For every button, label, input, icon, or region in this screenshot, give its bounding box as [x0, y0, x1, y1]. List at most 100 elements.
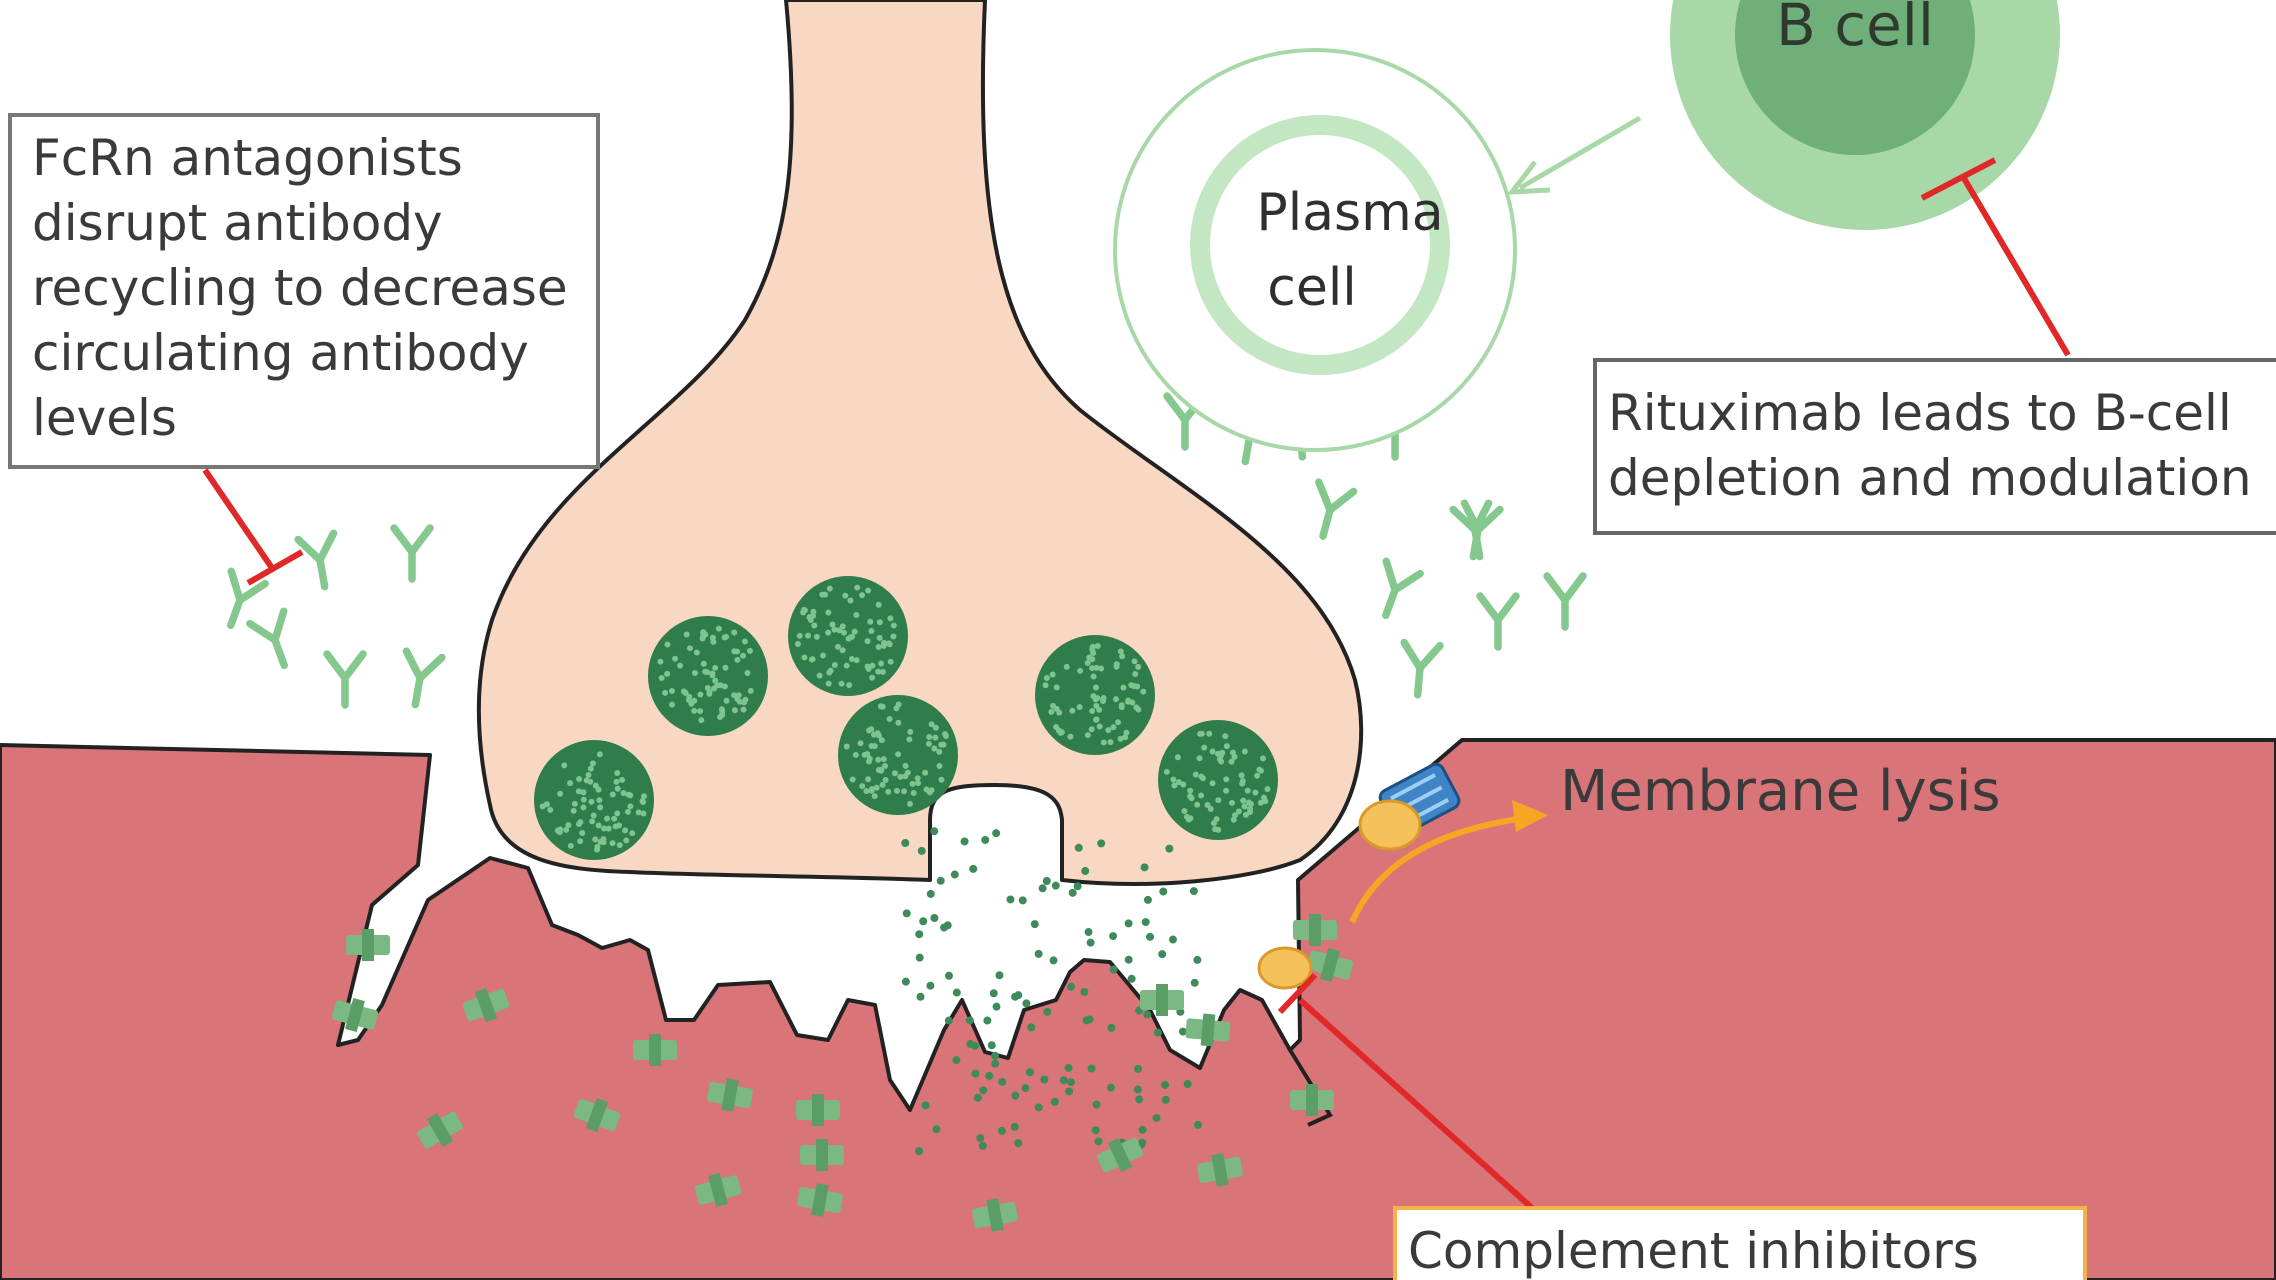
vesicle-speckle: [1228, 799, 1235, 806]
vesicle: [838, 695, 958, 815]
vesicle-speckle: [825, 629, 832, 636]
vesicle-speckle: [657, 658, 664, 665]
vesicle-speckle: [1063, 663, 1070, 670]
acetylcholine-dot: [973, 1093, 982, 1102]
vesicle-speckle: [616, 822, 623, 829]
vesicle-speckle: [1196, 755, 1203, 762]
vesicle-speckle: [664, 641, 671, 648]
vesicle-speckle: [1257, 799, 1264, 806]
acetylcholine-dot: [985, 1071, 994, 1080]
vesicle-speckle: [698, 717, 705, 724]
vesicle-speckle: [723, 697, 730, 704]
vesicle-speckle: [848, 634, 855, 641]
vesicle-speckle: [577, 838, 584, 845]
acetylcholine-dot: [930, 913, 939, 922]
vesicle-speckle: [575, 788, 582, 795]
fcrn-text-line2: disrupt antibody: [32, 194, 443, 252]
vesicle-speckle: [620, 790, 627, 797]
vesicle-speckle: [1117, 648, 1124, 655]
vesicle-speckle: [871, 743, 878, 750]
vesicle-speckle: [826, 585, 833, 592]
vesicle-speckle: [1069, 707, 1076, 714]
vesicle-speckle: [1174, 754, 1181, 761]
acetylcholine-dot: [1135, 1095, 1144, 1104]
vesicle-speckle: [868, 787, 875, 794]
vesicle-speckle: [1096, 706, 1103, 713]
receptor-icon: [1096, 1137, 1144, 1173]
vesicle-speckle: [547, 806, 554, 813]
vesicle-speckle: [1207, 805, 1214, 812]
acetylcholine-dot: [1161, 1095, 1170, 1104]
vesicle-speckle: [611, 815, 618, 822]
vesicle-speckle: [1187, 793, 1194, 800]
junctional-folds: [1288, 1048, 1333, 1127]
vesicle-speckle: [1089, 708, 1096, 715]
acetylcholine-dot: [1059, 1076, 1068, 1085]
vesicle-speckle: [831, 626, 838, 633]
vesicle-speckle: [1115, 719, 1122, 726]
receptor-icon: [462, 987, 510, 1023]
vesicle-speckle: [1125, 697, 1132, 704]
vesicle-speckle: [805, 632, 812, 639]
antibody-icon: [1315, 478, 1358, 540]
acetylcholine-dot: [1092, 1100, 1101, 1109]
vesicle-speckle: [932, 724, 939, 731]
vesicle-speckle: [826, 669, 833, 676]
acetylcholine-dot: [1091, 1126, 1100, 1135]
vesicle-speckle: [623, 837, 630, 844]
vesicle-speckle: [1187, 787, 1194, 794]
vesicle-speckle: [914, 775, 921, 782]
vesicle: [1158, 720, 1278, 840]
vesicle-speckle: [567, 780, 574, 787]
receptor-icon: [346, 929, 390, 961]
vesicle-speckle: [807, 617, 814, 624]
acetylcholine-dot: [1038, 884, 1047, 893]
acetylcholine-dot: [1086, 938, 1095, 947]
vesicle-speckle: [1241, 803, 1248, 810]
receptor-icon: [633, 1034, 677, 1066]
vesicle-speckle: [876, 619, 883, 626]
rituximab-text-line1: Rituximab leads to B-cell: [1608, 384, 2232, 442]
vesicle-speckle: [580, 804, 587, 811]
vesicle-speckle: [614, 810, 621, 817]
receptor-icon: [1140, 984, 1184, 1016]
vesicle-speckle: [721, 634, 728, 641]
receptor-icon: [1306, 947, 1354, 983]
acetylcholine-dot: [1025, 1068, 1034, 1077]
vesicle-speckle: [849, 776, 856, 783]
vesicle-speckle: [1093, 716, 1100, 723]
vesicle-speckle: [697, 691, 704, 698]
vesicle-speckle: [580, 796, 587, 803]
vesicle-speckle: [813, 633, 820, 640]
vesicle-speckle: [829, 621, 836, 628]
vesicle-speckle: [580, 789, 587, 796]
vesicle-speckle: [1100, 698, 1107, 705]
synaptic-vesicles: [534, 576, 1278, 860]
vesicle-speckle: [816, 672, 823, 679]
vesicle-speckle: [1123, 729, 1130, 736]
vesicle-speckle: [822, 591, 829, 598]
vesicle-speckle: [1134, 683, 1141, 690]
acetylcholine-dot: [1034, 1103, 1043, 1112]
vesicle-speckle: [1105, 727, 1112, 734]
vesicle-speckle: [624, 808, 631, 815]
vesicle-speckle: [711, 685, 718, 692]
acetylcholine-dot: [915, 1147, 924, 1156]
vesicle-speckle: [554, 827, 561, 834]
acetylcholine-dot: [1109, 932, 1118, 941]
vesicle-speckle: [635, 809, 642, 816]
acetylcholine-dot: [952, 988, 961, 997]
vesicle-speckle: [879, 781, 886, 788]
vesicle-speckle: [875, 644, 882, 651]
vesicle-speckle: [1175, 779, 1182, 786]
vesicle-speckle: [1094, 695, 1101, 702]
fcrn-text-line1: FcRn antagonists: [32, 129, 463, 187]
vesicle-speckle: [1215, 797, 1222, 804]
vesicle-speckle: [863, 788, 870, 795]
acetylcholine-dot: [1011, 992, 1020, 1001]
vesicle-speckle: [859, 592, 866, 599]
acetylcholine-dot: [1073, 882, 1082, 891]
b-cell: B cell: [1670, 0, 2060, 230]
vesicle-speckle: [592, 836, 599, 843]
vesicle-speckle: [744, 669, 751, 676]
